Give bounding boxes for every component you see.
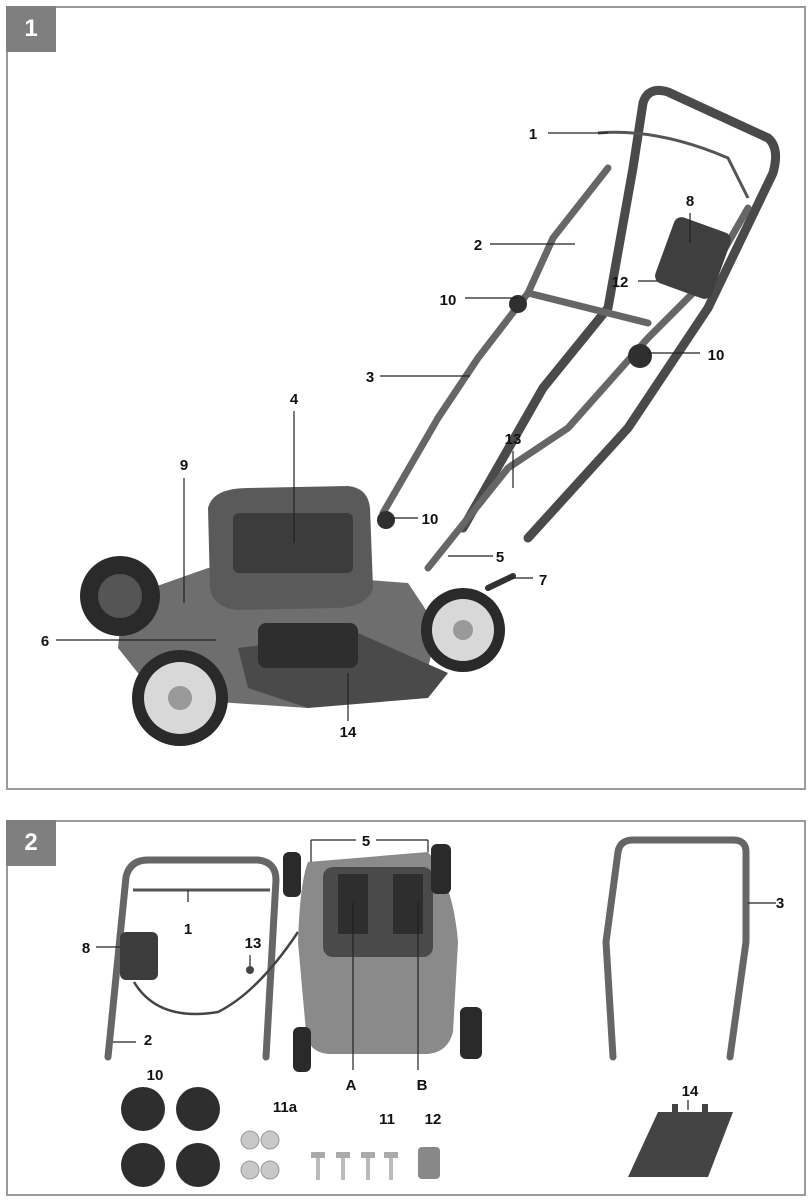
callout-a: A [346,1077,357,1094]
callout-11: 11 [379,1111,395,1128]
wheels-top-view [283,844,482,1072]
callout-5: 5 [496,549,504,566]
figure-number-badge: 1 [6,6,56,52]
callout-10-lower: 10 [422,511,439,528]
knob-icon [628,344,652,368]
callout-12: 12 [425,1111,442,1128]
callout-3: 3 [366,369,374,386]
callout-1: 1 [184,921,192,938]
wheel-front-right [421,588,505,672]
callout-8: 8 [82,940,90,957]
callout-12: 12 [612,274,629,291]
grass-flap [628,1112,733,1177]
battery-cover [233,513,353,573]
callout-13: 13 [245,935,262,952]
wheel-rear-left [80,556,160,636]
cable [132,931,300,1016]
callout-1: 1 [529,126,537,143]
knob-icon [509,295,527,313]
callout-10: 10 [147,1067,164,1084]
callout-8: 8 [686,193,694,210]
callout-2: 2 [474,237,482,254]
switch-box [120,932,158,980]
callout-2: 2 [144,1032,152,1049]
callout-7: 7 [539,572,547,589]
washer-set [240,1130,280,1180]
callout-14: 14 [682,1083,699,1100]
callout-9: 9 [180,457,188,474]
figure-1-panel: 1 [6,6,806,790]
callout-b: B [417,1077,428,1094]
cross-bar [524,289,652,327]
parts-overview-illustration: 1 2 3 5 8 10 11 11a 12 13 14 A B [82,833,784,1187]
callout-10-right: 10 [708,347,725,364]
handle-frame [458,85,781,543]
switch-box [655,217,731,299]
callout-5: 5 [362,833,370,850]
knob-icon [377,511,395,529]
lawn-mower-assembled-illustration: 1 2 3 4 5 6 7 8 9 10 10 10 12 13 14 [41,85,781,746]
wheel-front-left [132,650,228,746]
figure-2-panel: 2 [6,820,806,1196]
screw-set [311,1152,398,1180]
callout-4: 4 [290,391,299,408]
cable-clip-icon [246,966,254,974]
knob-set [121,1087,220,1187]
callout-13: 13 [505,431,522,448]
figure-number-badge: 2 [6,820,56,866]
lower-handle-part [602,836,750,1061]
callout-10-upper: 10 [440,292,457,309]
callout-11a: 11a [273,1099,298,1116]
carry-handle [258,623,358,668]
callout-6: 6 [41,633,49,650]
clip-part [418,1147,440,1179]
callout-3: 3 [776,895,784,912]
upper-handle-part [104,856,280,1061]
cable [597,130,750,199]
lower-handle-bar [379,164,612,517]
callout-14: 14 [340,724,357,741]
